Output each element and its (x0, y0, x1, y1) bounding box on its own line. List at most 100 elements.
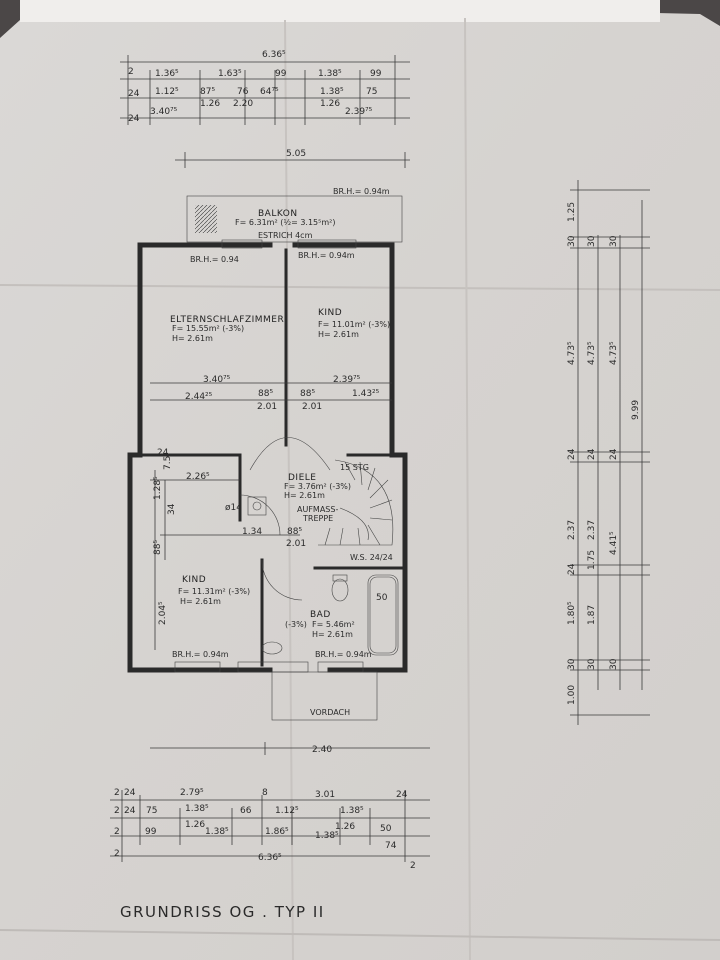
dim-label: 2 (128, 67, 134, 77)
dim-label: 1.26 (335, 822, 355, 832)
room-name-kind1: KIND (318, 308, 342, 318)
dim-label: 1.38⁵ (318, 69, 342, 79)
dim-label: 1.87 (587, 605, 597, 625)
dim-label: 1.38⁵ (185, 804, 209, 814)
room-name-kind2: KIND (182, 575, 206, 585)
dim-label: 99 (370, 69, 382, 79)
dim-label: 9.99 (631, 400, 641, 420)
dim-label: 2.40 (312, 745, 332, 755)
room-name-eltern: ELTERNSCHLAFZIMMER (170, 315, 284, 325)
dim-label: 87⁵ (200, 87, 215, 97)
toilet (331, 578, 349, 602)
dim-label: 74 (385, 841, 397, 851)
top-total-dim: 6.36⁵ (262, 50, 286, 60)
dim-label: 88⁵ (287, 527, 302, 537)
dim-label: 99 (145, 827, 157, 837)
dim-label: 1.86⁵ (265, 827, 289, 837)
dim-label: ø14 (225, 503, 242, 513)
room-height-diele: H= 2.61m (284, 491, 325, 500)
dim-label: 1.38⁵ (205, 827, 229, 837)
room-name-bad: BAD (310, 610, 331, 620)
drawing-title: GRUNDRISS OG . TYP II (120, 903, 325, 921)
sink (261, 641, 283, 655)
room-area-diele: F= 3.76m² (-3%) (284, 482, 351, 491)
floor-plan (127, 195, 408, 721)
bottom-dimensions: 2.40 2 24 2.79⁵ 8 3.01 24 2 24 75 1.38⁵ … (110, 742, 430, 871)
dim-label: 1.12⁵ (155, 87, 179, 97)
dim-label: 24 (128, 114, 140, 124)
dim-label: 1.43²⁵ (352, 389, 380, 399)
dim-label: 2 (410, 861, 416, 871)
stair-ws: W.S. 24/24 (350, 553, 393, 562)
dim-label: 2.79⁵ (180, 788, 204, 798)
room-name-diele: DIELE (288, 473, 316, 483)
dim-label: 1.38⁵ (320, 87, 344, 97)
room-labels: BALKON F= 6.31m² (½= 3.15⁵m²) ESTRICH 4c… (153, 187, 393, 717)
dim-label: 50 (376, 593, 388, 603)
room-pct-bad: (-3%) (285, 620, 307, 629)
dim-label: 2.04⁵ (158, 601, 168, 625)
dim-label: 2.26⁵ (186, 472, 210, 482)
railing-height: BR.H.= 0.94m (298, 251, 355, 260)
dim-label: 1.38⁵ (315, 831, 339, 841)
dim-label: 2 (114, 849, 120, 859)
room-area-kind2: F= 11.31m² (-3%) (178, 587, 250, 596)
dim-label: 88⁵ (258, 389, 273, 399)
dim-label: 1.12⁵ (275, 806, 299, 816)
dim-label: 2.44²⁵ (185, 392, 213, 402)
dim-label: 1.36⁵ (155, 69, 179, 79)
dim-label: 3.40⁷⁵ (203, 375, 231, 385)
room-area-eltern: F= 15.55m² (-3%) (172, 324, 244, 333)
dim-label: 30 (567, 235, 577, 247)
canopy-outline (271, 671, 378, 721)
dim-label: 1.26 (185, 820, 205, 830)
dim-label: 30 (587, 235, 597, 247)
railing-height: BR.H.= 0.94m (315, 650, 372, 659)
dim-label: 24 (157, 448, 169, 458)
dim-label: 24 (609, 448, 619, 460)
dim-label: 2.37 (567, 520, 577, 540)
dim-label: 30 (609, 658, 619, 670)
dim-label: 66 (240, 806, 252, 816)
dim-label: 7.5 (163, 456, 173, 470)
dim-label: 1.28⁵ (153, 476, 163, 500)
dim-label: 2.20 (233, 99, 253, 109)
dim-label: 4.41⁵ (609, 531, 619, 555)
dim-label: 24 (124, 806, 136, 816)
dim-label: 2 (114, 827, 120, 837)
dim-label: 1.00 (567, 685, 577, 705)
dim-label: 30 (567, 658, 577, 670)
room-height-kind1: H= 2.61m (318, 330, 359, 339)
room-height-bad: H= 2.61m (312, 630, 353, 639)
side-dimensions: 1.25 30 30 30 4.73⁵ 4.73⁵ 4.73⁵ 9.99 24 … (567, 180, 650, 725)
dim-label: 1.38⁵ (340, 806, 364, 816)
dim-label: 64⁷⁵ (260, 87, 279, 97)
dim-label: 88⁵ (300, 389, 315, 399)
room-area-bad: F= 5.46m² (312, 620, 355, 629)
railing-height: BR.H.= 0.94 (190, 255, 239, 264)
room-area-balkon: F= 6.31m² (½= 3.15⁵m²) (235, 218, 335, 227)
dim-label: 76 (237, 87, 249, 97)
dim-label: 2.01 (257, 402, 277, 412)
railing-height: BR.H.= 0.94m (172, 650, 229, 659)
dim-label: 1.34 (242, 527, 262, 537)
dim-label: 2 (114, 788, 120, 798)
top-dimensions: 6.36⁵ 2 1.36⁵ 1.63⁵ 99 1.38⁵ 99 24 1.12⁵… (120, 50, 410, 168)
bathtub (367, 574, 399, 656)
dim-label: 2.37 (587, 520, 597, 540)
dim-label: 24 (396, 790, 408, 800)
dim-label: 4.73⁵ (567, 341, 577, 365)
dim-label: 99 (275, 69, 287, 79)
dim-label: 5.05 (286, 149, 306, 159)
balcony-outline (186, 195, 403, 243)
stair-label: AUFMASS- (297, 505, 338, 514)
dim-label: 75 (146, 806, 157, 816)
dim-label: 1.80⁵ (567, 601, 577, 625)
dim-label: 4.73⁵ (587, 341, 597, 365)
dim-label: 2 (114, 806, 120, 816)
dim-label: 24 (567, 563, 577, 575)
dim-label: 2.01 (302, 402, 322, 412)
dim-label: 24 (128, 89, 140, 99)
dim-label: 24 (587, 448, 597, 460)
